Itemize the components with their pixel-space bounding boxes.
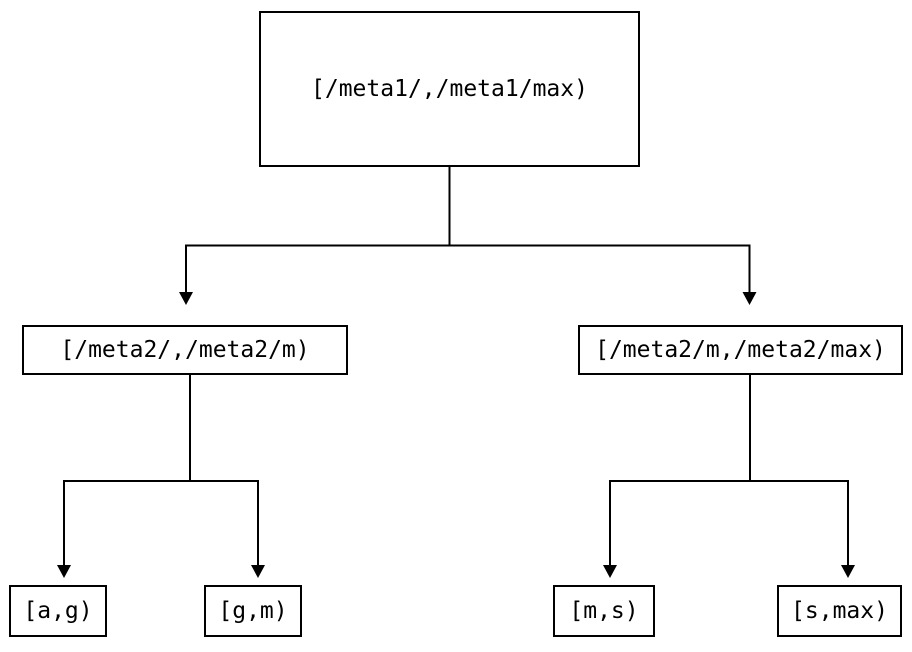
node-mid-right[interactable]: [/meta2/m,/meta2/max) — [578, 325, 903, 375]
node-leaf-s-max[interactable]: [s,max) — [777, 585, 902, 637]
arrowhead-icon — [179, 292, 193, 305]
arrowhead-icon — [603, 565, 617, 578]
edge-mid-right-to-leaf-ms — [603, 375, 751, 578]
edge-root-to-mid-left — [179, 167, 451, 305]
node-leaf-g-m[interactable]: [g,m) — [204, 585, 302, 637]
arrowhead-icon — [57, 565, 71, 578]
edge-root-to-mid-right — [448, 167, 757, 305]
arrowhead-icon — [742, 292, 757, 305]
arrowhead-icon — [841, 565, 855, 578]
arrowhead-icon — [251, 565, 265, 578]
node-leaf-a-g[interactable]: [a,g) — [9, 585, 107, 637]
node-leaf-m-s[interactable]: [m,s) — [553, 585, 655, 637]
node-root[interactable]: [/meta1/,/meta1/max) — [259, 11, 640, 167]
edge-mid-left-to-leaf-ag — [57, 375, 191, 578]
node-mid-left[interactable]: [/meta2/,/meta2/m) — [22, 325, 348, 375]
edge-mid-left-to-leaf-gm — [189, 375, 265, 578]
edge-mid-right-to-leaf-smax — [749, 375, 855, 578]
